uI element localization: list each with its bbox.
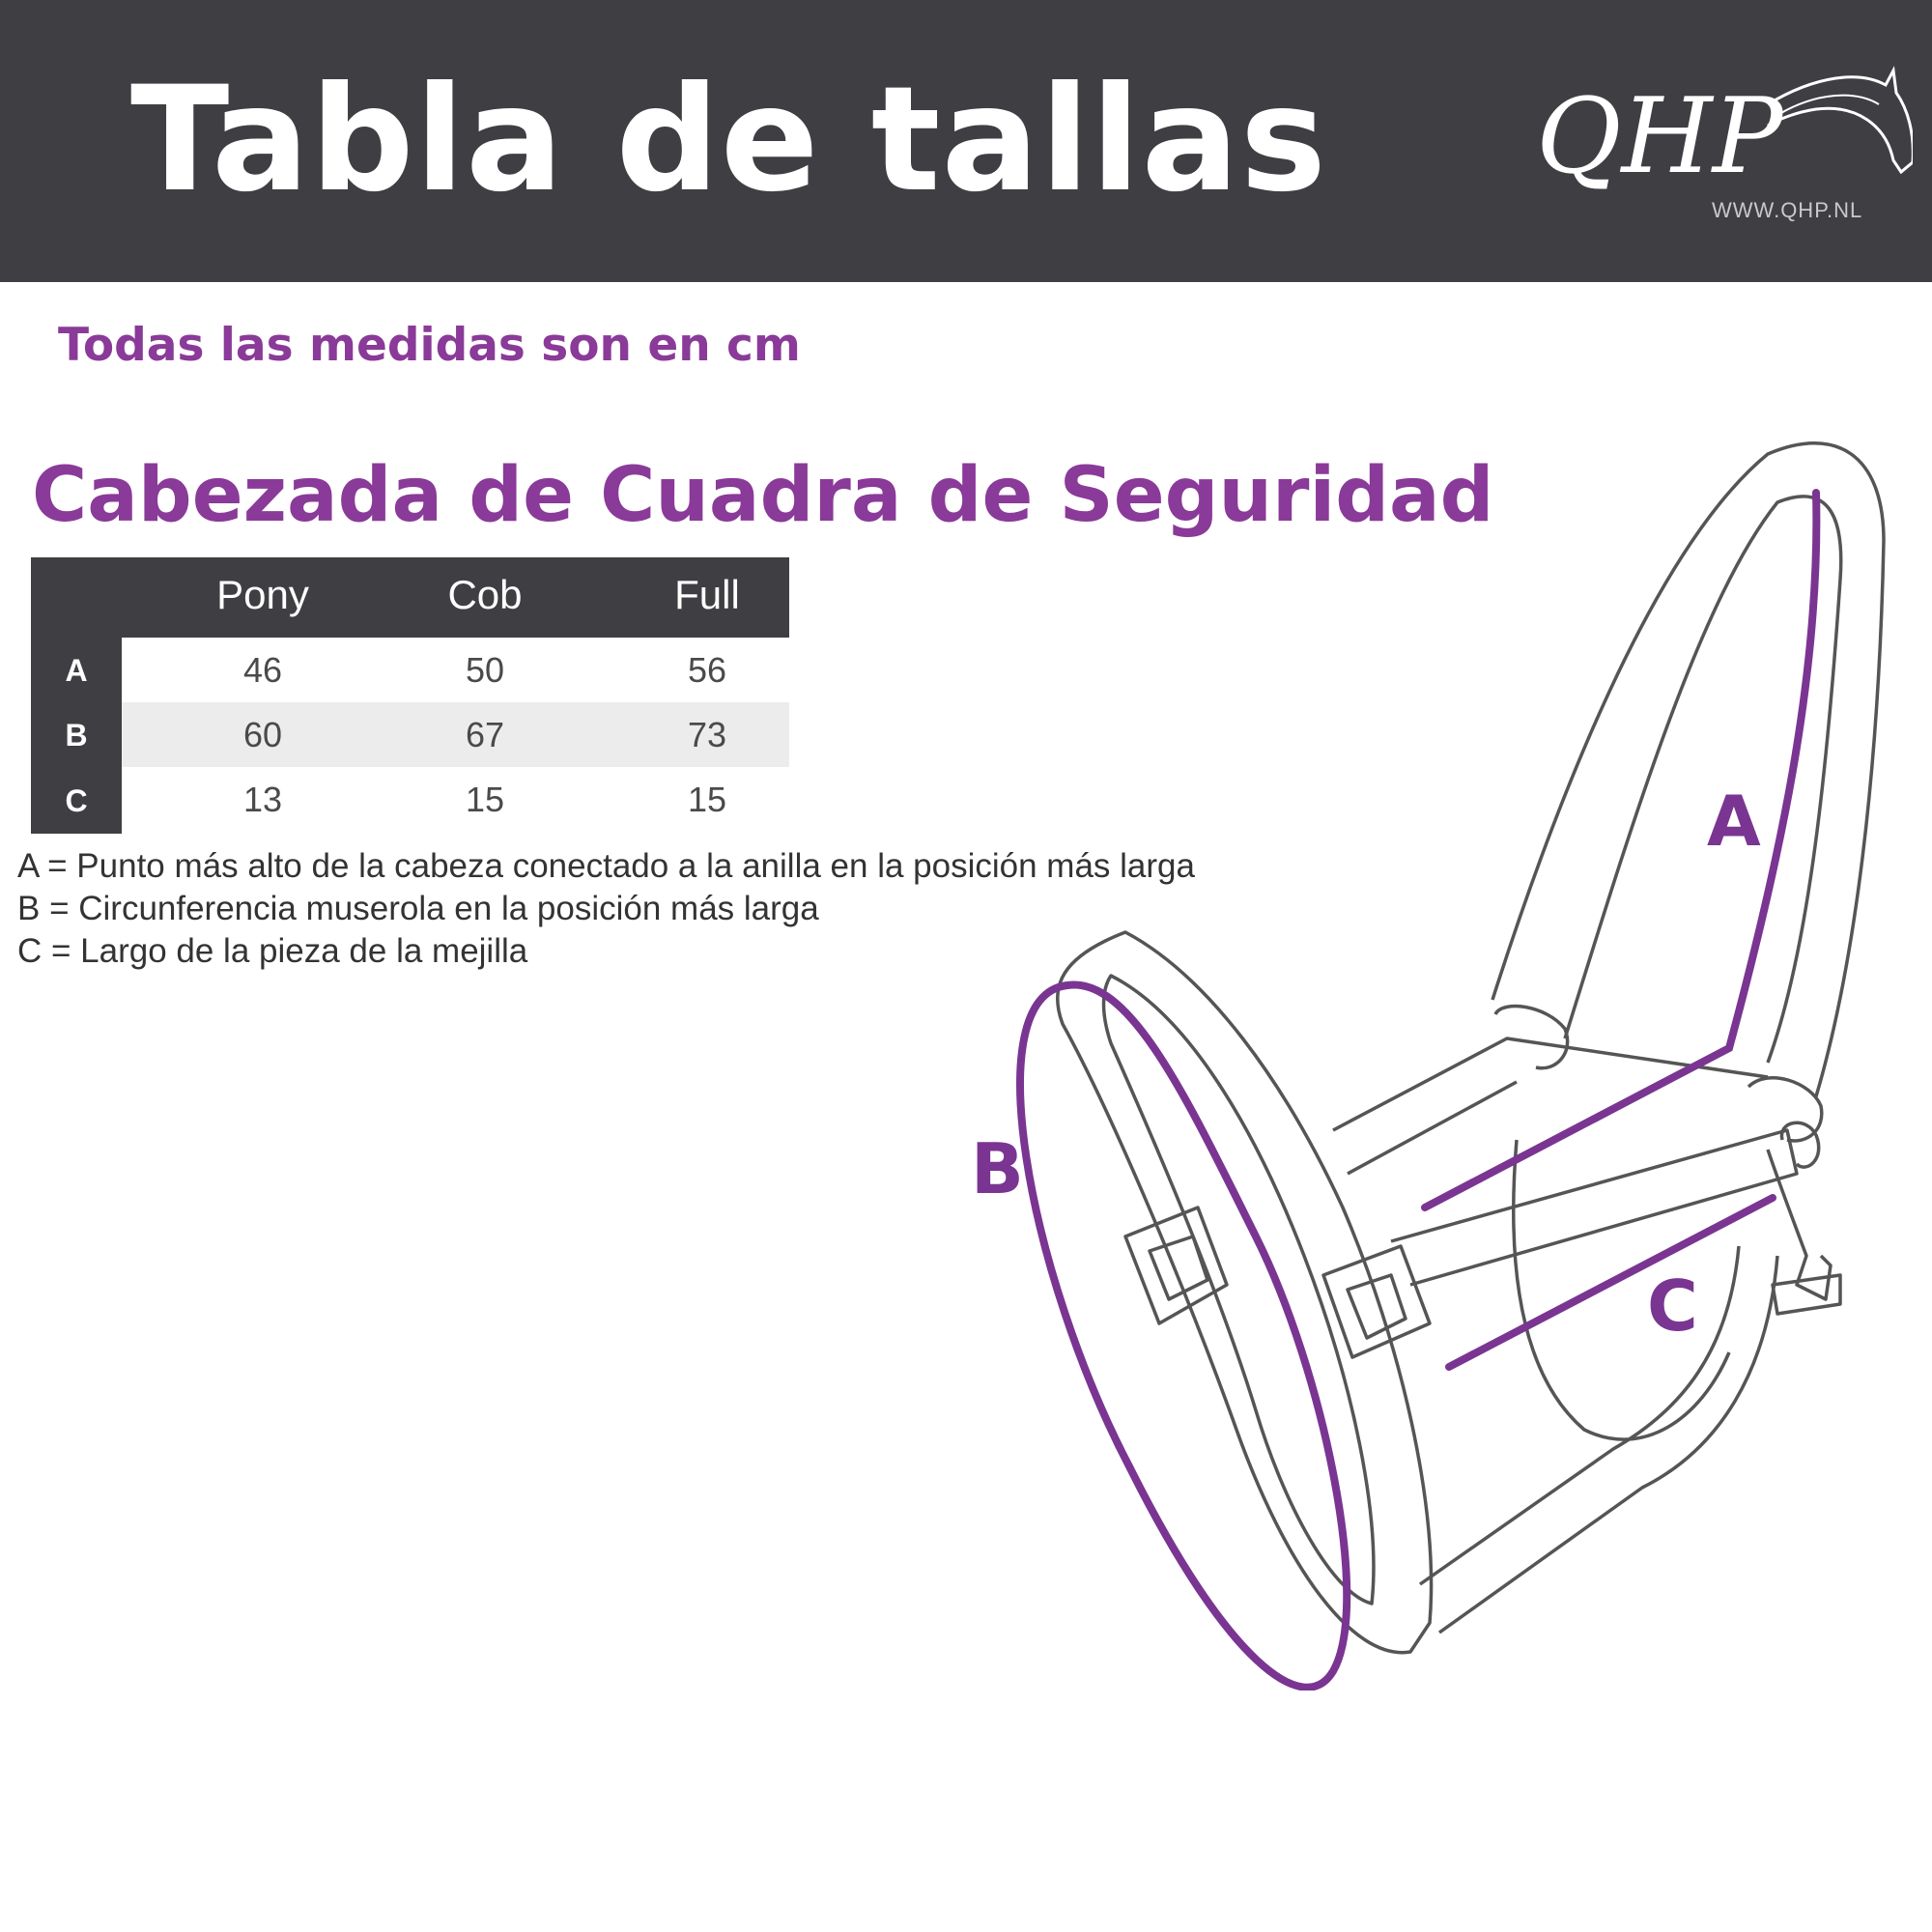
measure-line-b bbox=[1016, 980, 1351, 1690]
cheek-band-lower bbox=[1390, 1128, 1799, 1287]
measure-label-c: C bbox=[1647, 1265, 1698, 1347]
brand-logo: QHP WWW.QHP.NL bbox=[1526, 66, 1913, 230]
size-table: Pony Cob Full A B C 46 50 56 60 67 73 13… bbox=[31, 557, 789, 834]
halter-diagram: A B C bbox=[971, 441, 1886, 1690]
table-cell: 73 bbox=[687, 715, 727, 754]
row-label-b: B bbox=[65, 718, 88, 753]
table-cell: 56 bbox=[687, 650, 727, 690]
column-header-pony: Pony bbox=[216, 572, 309, 617]
table-cell: 15 bbox=[465, 780, 505, 819]
logo-url: WWW.QHP.NL bbox=[1712, 198, 1863, 222]
table-row-labels: A B C bbox=[31, 638, 122, 834]
table-row: 46 50 56 bbox=[122, 638, 789, 702]
table-cell: 60 bbox=[242, 715, 283, 754]
measurement-legend: A = Punto más alto de la cabeza conectad… bbox=[17, 845, 1195, 973]
chin-strap bbox=[1418, 1245, 1779, 1634]
table-cell: 46 bbox=[242, 650, 283, 690]
page-title: Tabla de tallas bbox=[130, 56, 1328, 224]
column-header-full: Full bbox=[674, 572, 740, 617]
table-row: 13 15 15 bbox=[122, 767, 789, 832]
legend-item-b: B = Circunferencia muserola en la posici… bbox=[17, 890, 819, 927]
table-row: 60 67 73 bbox=[122, 702, 789, 767]
horse-head-icon bbox=[1767, 66, 1913, 175]
buckle-shape bbox=[1123, 1206, 1229, 1325]
noseband-inner bbox=[1101, 974, 1376, 1605]
snap-hook bbox=[1766, 1149, 1842, 1316]
measure-label-b: B bbox=[971, 1128, 1024, 1209]
ring-shape bbox=[1747, 1076, 1824, 1143]
table-header: Pony Cob Full bbox=[31, 557, 789, 638]
measure-line-c bbox=[1445, 1194, 1776, 1371]
legend-item-c: C = Largo de la pieza de la mejilla bbox=[17, 932, 528, 970]
header-bar: Tabla de tallas QHP WWW.QHP.NL bbox=[0, 0, 1932, 282]
snap-hook-ring bbox=[1779, 1121, 1821, 1169]
measure-label-a: A bbox=[1707, 781, 1761, 862]
table-cell: 15 bbox=[687, 780, 727, 819]
table-cell: 13 bbox=[242, 780, 283, 819]
logo-text: QHP bbox=[1536, 76, 1783, 197]
table-cell: 50 bbox=[465, 650, 505, 690]
row-label-c: C bbox=[65, 783, 88, 818]
crown-strap-outline bbox=[1491, 441, 1886, 1097]
buckle-shape bbox=[1321, 1244, 1432, 1359]
noseband-outer bbox=[1055, 930, 1434, 1655]
throat-curve bbox=[1511, 1139, 1731, 1441]
product-title: Cabezada de Cuadra de Seguridad bbox=[32, 452, 1494, 539]
ring-shape bbox=[1493, 1004, 1570, 1070]
column-header-cob: Cob bbox=[447, 572, 523, 617]
legend-item-a: A = Punto más alto de la cabeza conectad… bbox=[17, 847, 1195, 885]
crown-strap-inner bbox=[1563, 495, 1843, 1064]
units-note: Todas las medidas son en cm bbox=[58, 319, 801, 372]
measure-line-a bbox=[1421, 489, 1821, 1211]
row-label-a: A bbox=[65, 653, 88, 688]
table-cell: 67 bbox=[465, 715, 505, 754]
cheek-band-top bbox=[1332, 1037, 1769, 1176]
